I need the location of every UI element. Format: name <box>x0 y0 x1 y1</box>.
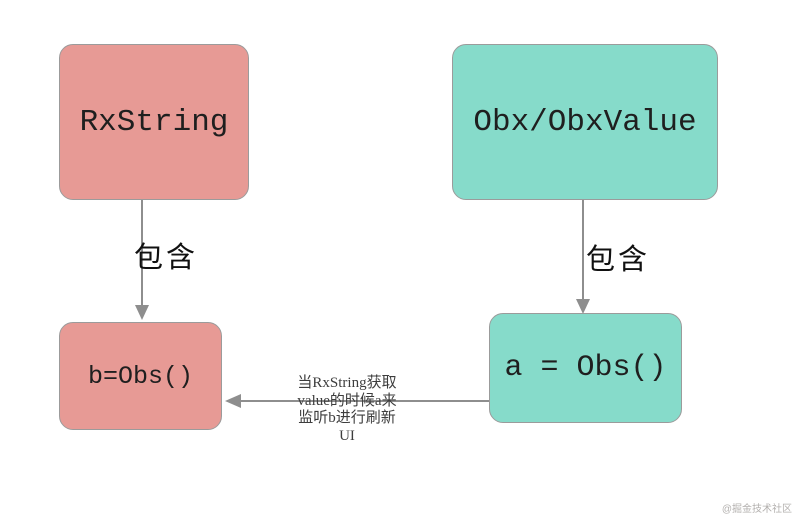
node-b-obs-label: b=Obs() <box>87 361 194 391</box>
node-obx-obxvalue-label: Obx/ObxValue <box>473 104 697 140</box>
node-a-obs-label: a = Obs() <box>504 351 667 385</box>
node-a-obs: a = Obs() <box>489 313 682 423</box>
caption-line-4: UI <box>339 427 355 444</box>
caption-line-3: 监听b进行刷新 <box>298 410 396 426</box>
node-b-obs: b=Obs() <box>59 322 222 430</box>
watermark: @掘金技术社区 <box>721 504 792 515</box>
caption-line-2: value的时候a来 <box>297 392 397 409</box>
edge-caption-refresh-note: 当RxString获取 value的时候a来 监听b进行刷新 UI <box>261 375 433 445</box>
edge-label-contains-right: 包含 <box>586 244 651 276</box>
node-rxstring-label: RxString <box>79 104 229 140</box>
caption-line-1: 当RxString获取 <box>297 375 397 391</box>
node-obx-obxvalue: Obx/ObxValue <box>452 44 718 200</box>
node-rxstring: RxString <box>59 44 249 200</box>
edge-label-contains-left: 包含 <box>134 242 199 274</box>
